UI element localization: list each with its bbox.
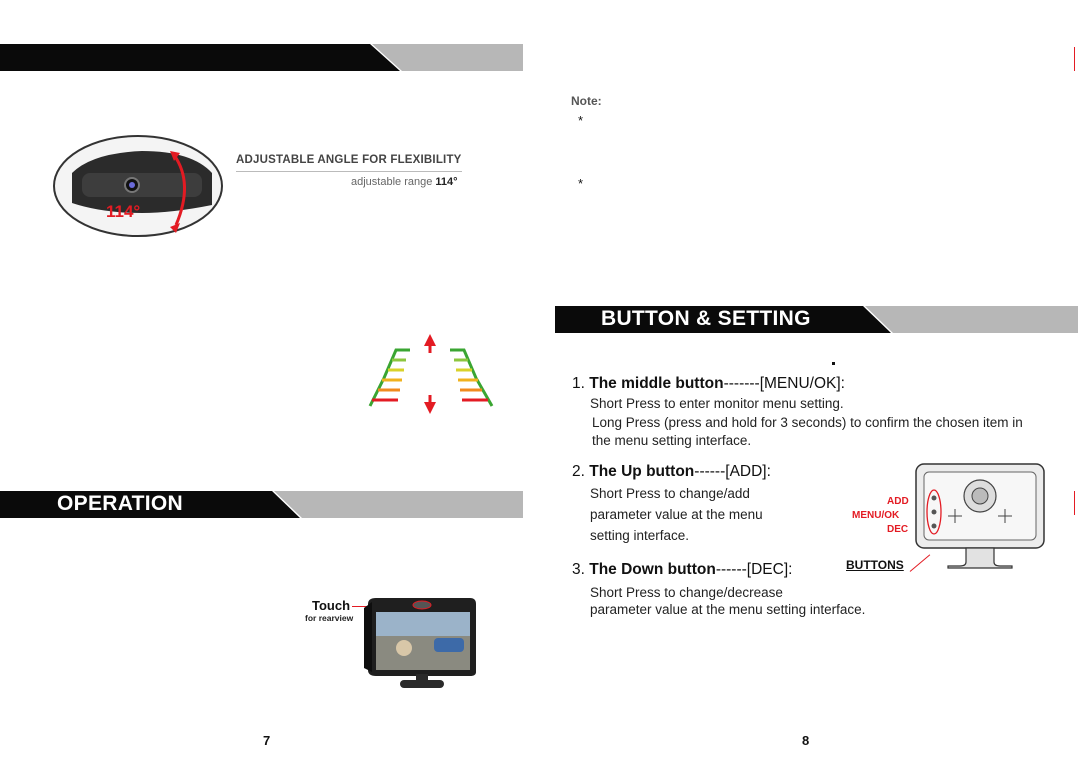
label-menu-ok: MENU/OK [852,510,900,521]
item-code: [MENU/OK]: [759,375,845,392]
item-1-heading: 1. The middle button-------[MENU/OK]: [572,375,845,393]
operation-banner: OPERATION [0,491,523,518]
item-1-line: the menu setting interface. [592,433,752,448]
camera-illustration [52,133,224,239]
dot-marker [832,362,835,365]
item-dashes: ------ [715,561,747,578]
feature-heading: ADJUSTABLE ANGLE FOR FLEXIBILITY [236,154,462,166]
button-setting-banner: BUTTON & SETTING [555,306,1078,333]
item-code: [ADD]: [725,463,771,480]
item-2-line: parameter value at the menu [590,507,763,522]
item-number: 2. [572,463,585,480]
item-3-line: parameter value at the menu setting inte… [590,602,866,617]
button-setting-heading: BUTTON & SETTING [601,307,811,330]
operation-heading: OPERATION [57,492,183,515]
item-name: The Up button [589,463,695,480]
item-code: [DEC]: [746,561,793,578]
note-bullet: * [578,176,584,191]
top-banner-left [0,44,523,71]
range-label: adjustable range [351,176,433,188]
monitor-back-illustration [912,462,1048,570]
label-buttons: BUTTONS [846,558,904,572]
item-number: 3. [572,561,585,578]
touch-sub-label: for rearview [305,613,354,623]
item-3-heading: 3. The Down button------[DEC]: [572,561,792,579]
touch-label: Touch [312,598,351,613]
item-number: 1. [572,375,585,392]
range-text: adjustable range 114° [351,176,458,188]
item-name: The middle button [589,375,724,392]
page-number-left: 7 [263,733,271,748]
margin-mark-mid [1074,491,1075,515]
item-3-line: Short Press to change/decrease [590,585,783,600]
item-2-heading: 2. The Up button------[ADD]: [572,463,771,481]
item-2-line: Short Press to change/add [590,486,750,501]
note-label: Note: [571,94,602,108]
item-dashes: ------- [723,375,760,392]
label-add: ADD [887,496,909,507]
label-dec: DEC [887,524,909,535]
item-2-line: setting interface. [590,528,690,543]
parking-guide-lines [366,334,498,414]
item-1-line: Short Press to enter monitor menu settin… [590,396,844,411]
note-bullet: * [578,113,584,128]
item-1-line: Long Press (press and hold for 3 seconds… [592,415,1023,430]
monitor-illustration-left [364,598,480,692]
item-name: The Down button [589,561,716,578]
page-number-right: 8 [802,733,810,748]
angle-callout: 114° [106,202,141,221]
feature-underline [236,171,462,172]
range-value: 114° [435,176,458,188]
item-dashes: ------ [694,463,726,480]
margin-mark-top [1074,47,1075,71]
